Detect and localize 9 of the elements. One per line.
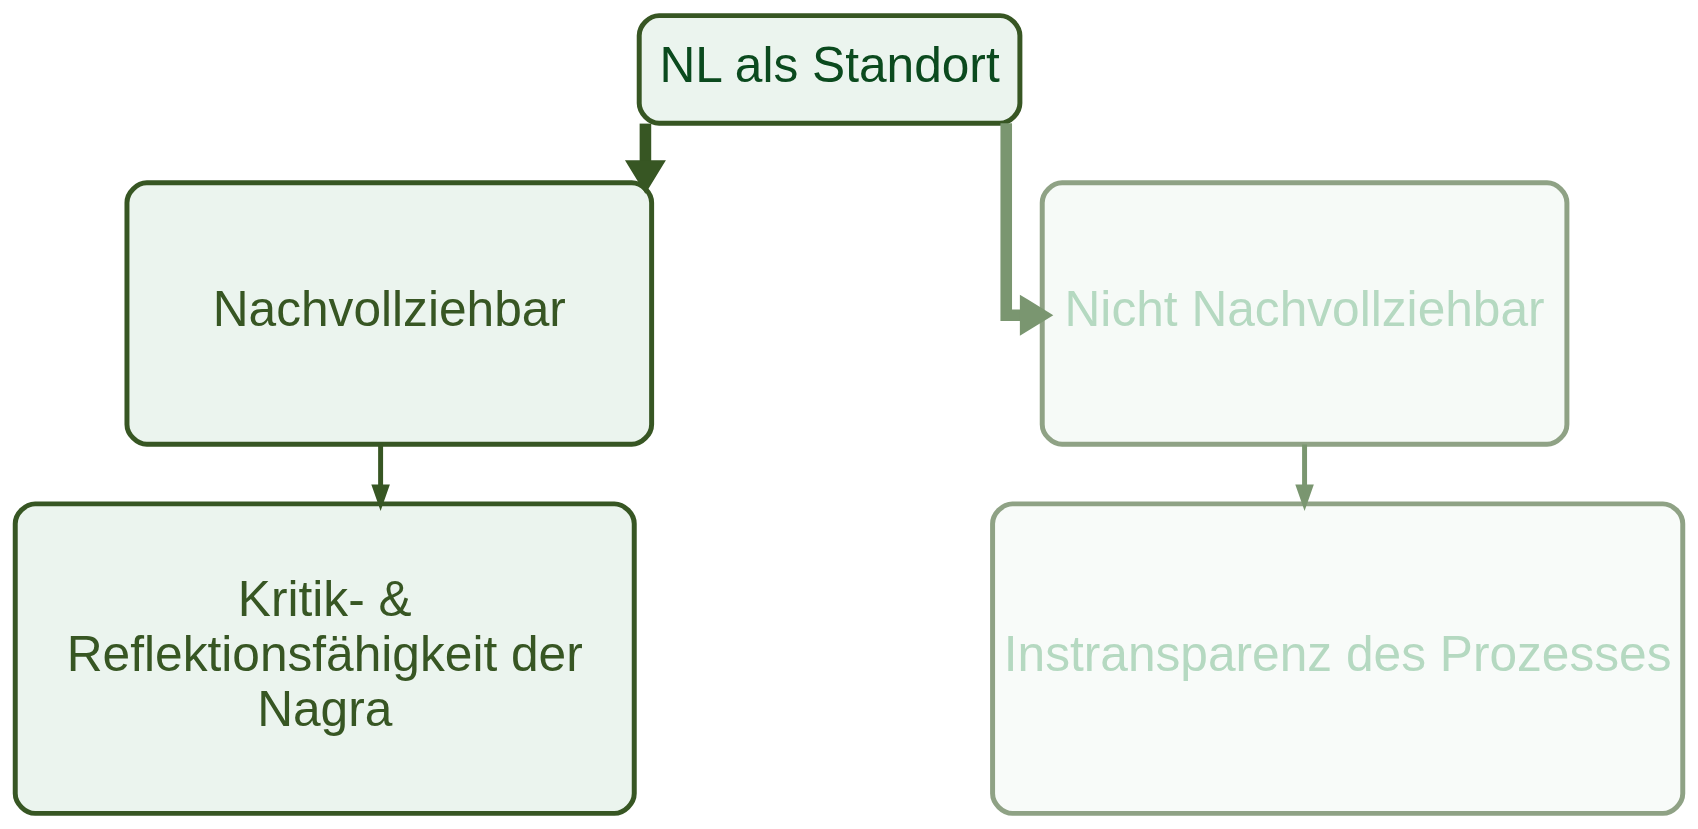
node-box: Nachvollziehbar	[124, 180, 655, 447]
node-box: Instransparenz des Prozesses	[990, 501, 1686, 816]
node-box: Kritik- & Reflektionsfähigkeit der Nagra	[12, 501, 637, 816]
node-box: NL als Standort	[636, 13, 1023, 126]
arrow	[1000, 123, 1054, 336]
arrow	[371, 444, 390, 511]
arrow	[1295, 444, 1314, 511]
node-box: Nicht Nachvollziehbar	[1039, 180, 1570, 447]
arrow	[624, 123, 666, 194]
